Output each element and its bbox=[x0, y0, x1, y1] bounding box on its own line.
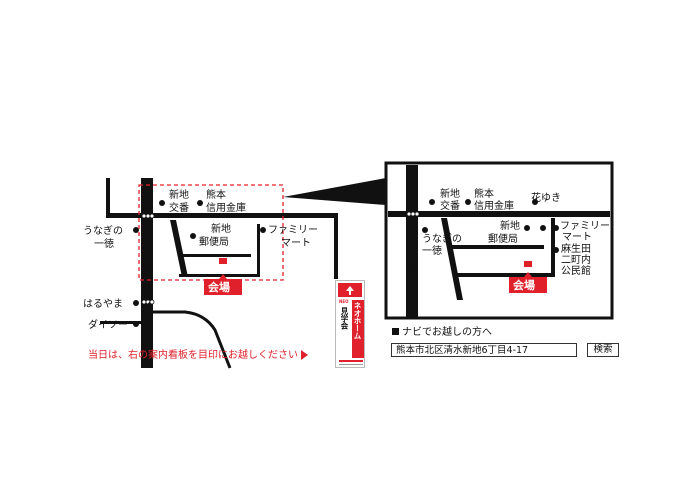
label-kumamoto-shinkin-detail: 熊本信用金庫 bbox=[474, 187, 514, 212]
venue-label-box-detail bbox=[509, 277, 547, 293]
label-shinchi-koban: 新地交番 bbox=[169, 188, 189, 214]
traffic-signal-icon bbox=[406, 211, 420, 217]
square-bullet-icon bbox=[392, 328, 399, 335]
label-kumamoto-shinkin: 熊本信用金庫 bbox=[206, 188, 246, 214]
navi-address-field[interactable]: 熊本市北区清水新地6丁目4-17 bbox=[391, 343, 577, 357]
label-haruyama: はるやま bbox=[83, 298, 123, 310]
landmark-dots bbox=[133, 200, 266, 327]
detail-map-frame bbox=[384, 161, 614, 320]
label-asoda-hall: 麻生田二町内公民館 bbox=[561, 242, 591, 277]
search-button[interactable]: 検索 bbox=[587, 343, 619, 357]
navi-heading-text: ナビでお越しの方へ bbox=[402, 327, 492, 338]
venue-marker bbox=[219, 258, 227, 264]
label-hanayuki: 花ゆき bbox=[531, 191, 561, 204]
road-inner-vertical-detail bbox=[551, 218, 555, 277]
right-map: 新地交番 熊本信用金庫 花ゆき うなぎの一徳 新地郵便局 ファミリーマート 麻生… bbox=[384, 161, 614, 320]
sign-text-kengakukai: 見学会 bbox=[340, 307, 349, 330]
road-horizontal-main bbox=[106, 213, 338, 218]
venue-marker-detail bbox=[524, 261, 532, 267]
road-right-branch bbox=[334, 213, 338, 279]
label-familymart: ファミリーマート bbox=[268, 225, 318, 249]
road-stub bbox=[106, 178, 110, 216]
road-lower-1 bbox=[100, 321, 148, 324]
venue-label-box bbox=[204, 279, 242, 295]
guide-signboard: NEO ネオホーム 見学会 bbox=[335, 280, 365, 368]
sign-text-neohome: ネオホーム bbox=[353, 302, 362, 340]
left-map: 新地交番 熊本信用金庫 うなぎの一徳 新地郵便局 ファミリーマート はるやま ダ… bbox=[83, 178, 338, 369]
road-kita-bypass-detail bbox=[406, 165, 418, 317]
traffic-signal-icon bbox=[141, 213, 155, 305]
label-shinchi-post-detail: 新地郵便局 bbox=[488, 219, 520, 245]
label-unagino-ittoku: うなぎの一徳 bbox=[83, 224, 123, 250]
label-unagino-ittoku-detail: うなぎの一徳 bbox=[422, 232, 462, 257]
label-familymart-detail: ファミリーマート bbox=[560, 221, 610, 243]
label-shinchi-post: 新地郵便局 bbox=[199, 222, 231, 248]
label-kita-bypass-detail: 北バイパス bbox=[407, 262, 418, 307]
venue-label: 会場 bbox=[208, 280, 230, 294]
arrow-up-icon bbox=[346, 286, 354, 291]
guide-note-text: 当日は、右の案内看板を目印にお越しください bbox=[88, 350, 298, 361]
road-inner-2 bbox=[179, 274, 259, 277]
road-horizontal-detail bbox=[388, 211, 610, 217]
road-diagonal-detail bbox=[441, 218, 463, 300]
callout-pointer bbox=[283, 178, 386, 205]
sign-logo: NEO bbox=[339, 299, 349, 304]
label-daiso: ダイソー bbox=[88, 318, 128, 331]
guide-note: 当日は、右の案内看板を目印にお越しください bbox=[88, 346, 308, 361]
venue-label-detail: 会場 bbox=[513, 278, 535, 292]
road-diagonal bbox=[170, 220, 188, 277]
arrow-right-icon bbox=[301, 350, 308, 360]
road-inner-detail-2 bbox=[456, 273, 554, 277]
label-kita-bypass: 北バイパス bbox=[142, 262, 153, 307]
label-shinchi-koban-detail: 新地交番 bbox=[440, 187, 460, 212]
road-kita-bypass bbox=[141, 178, 153, 368]
road-lower-curve bbox=[153, 310, 232, 369]
road-inner-detail-1 bbox=[450, 245, 544, 249]
landmark-dots-detail bbox=[422, 199, 559, 253]
road-inner-1 bbox=[179, 254, 251, 257]
road-inner-vertical bbox=[257, 224, 260, 277]
navi-heading: ナビでお越しの方へ bbox=[392, 323, 492, 338]
